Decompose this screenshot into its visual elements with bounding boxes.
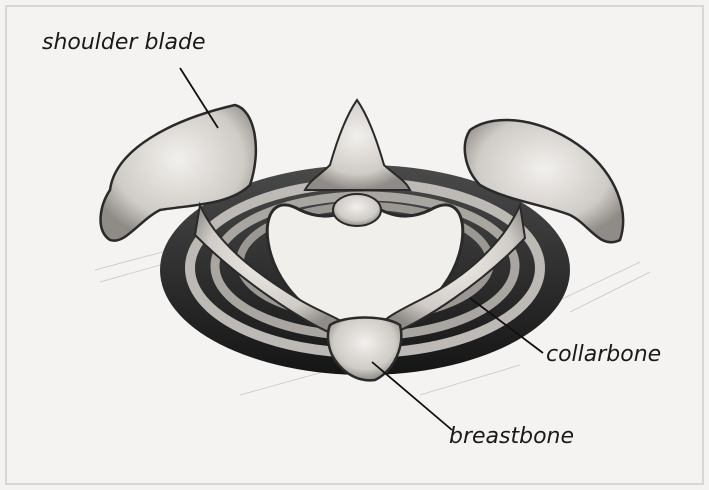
- label-shoulder-blade: shoulder blade: [42, 30, 206, 55]
- label-breastbone: breastbone: [449, 424, 574, 449]
- label-collarbone: collarbone: [546, 342, 661, 367]
